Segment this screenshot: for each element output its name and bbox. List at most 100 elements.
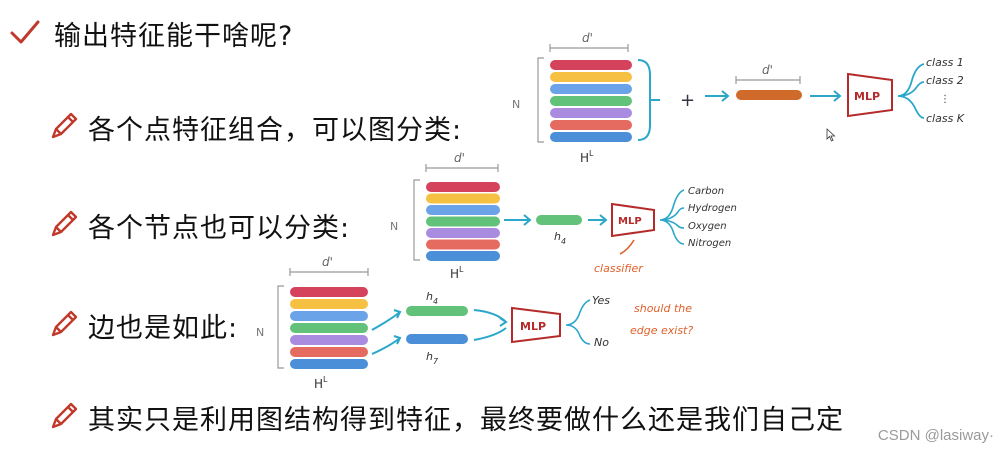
stripe xyxy=(550,72,632,82)
stripe xyxy=(290,323,368,333)
n-label: N xyxy=(512,98,520,111)
vec-bracket xyxy=(735,76,801,84)
arrow xyxy=(371,309,402,331)
vec-d-label: d' xyxy=(762,63,773,77)
node-vector-label: h4 xyxy=(554,230,566,246)
class-2: class 2 xyxy=(926,74,964,87)
output-branches xyxy=(897,63,925,119)
pencil-icon xyxy=(48,208,80,244)
d-prime-label: d' xyxy=(322,255,333,269)
stripe xyxy=(550,132,632,142)
output-branches xyxy=(565,299,591,345)
heading-line: 输出特征能干啥呢? xyxy=(8,14,293,53)
h-label: HL xyxy=(450,265,464,281)
edge-classification-line: 边也是如此: xyxy=(48,306,238,345)
node-vector-2 xyxy=(406,334,468,344)
feature-matrix xyxy=(550,60,632,142)
h-label: HL xyxy=(314,375,328,391)
graph-classification-text: 各个点特征组合，可以图分类: xyxy=(88,115,463,146)
feature-matrix xyxy=(290,287,368,369)
class-ellipsis: ⋮ xyxy=(940,94,950,105)
arrow xyxy=(588,214,608,226)
mlp-box xyxy=(611,202,655,238)
output-oxygen: Oxygen xyxy=(688,221,727,232)
output-carbon: Carbon xyxy=(688,186,724,197)
arrow xyxy=(810,90,842,102)
d-prime-label: d' xyxy=(454,151,465,165)
stripe xyxy=(426,205,500,215)
classifier-annotation: classifier xyxy=(594,262,644,275)
graph-classification-line: 各个点特征组合，可以图分类: xyxy=(48,108,462,147)
arrow xyxy=(473,309,508,327)
arrow xyxy=(504,214,532,226)
stripe xyxy=(426,251,500,261)
node-classification-text: 各个节点也可以分类: xyxy=(88,213,351,244)
question-line-1: should the xyxy=(634,302,692,315)
question-line-2: edge exist? xyxy=(630,324,693,337)
mlp-label: MLP xyxy=(618,216,642,227)
stripe xyxy=(290,287,368,297)
output-hydrogen: Hydrogen xyxy=(688,203,737,214)
edge-classification-text: 边也是如此: xyxy=(88,313,239,344)
width-bracket xyxy=(549,44,629,52)
node-vector xyxy=(536,215,582,225)
width-bracket xyxy=(425,164,499,172)
output-nitrogen: Nitrogen xyxy=(688,238,731,249)
stripe xyxy=(290,311,368,321)
pencil-icon xyxy=(48,110,80,146)
aggregate-brace xyxy=(637,59,660,141)
graph-vector xyxy=(736,90,802,100)
stripe xyxy=(426,216,500,227)
stripe xyxy=(426,182,500,192)
output-no: No xyxy=(594,336,609,349)
stripe xyxy=(290,347,368,357)
feature-matrix xyxy=(426,182,500,261)
classifier-pointer xyxy=(619,239,635,255)
stripe xyxy=(290,335,368,345)
stripe xyxy=(550,96,632,106)
class-k: class K xyxy=(926,112,965,125)
stripe xyxy=(550,60,632,70)
output-yes: Yes xyxy=(592,294,610,307)
edge-classification-diagram: d' N HL h4 h7 MLP Yes No should the edge… xyxy=(256,255,693,391)
mlp-label: MLP xyxy=(854,90,880,103)
n-label: N xyxy=(390,220,398,233)
height-bracket xyxy=(537,57,544,143)
n-label: N xyxy=(256,326,264,339)
stripe xyxy=(426,228,500,238)
stripe xyxy=(550,120,632,130)
node-classification-diagram: d' N HL h4 MLP classifier Carbon Hydroge… xyxy=(390,151,737,281)
h-label: HL xyxy=(580,149,594,165)
mlp-box xyxy=(847,72,893,118)
graph-classification-diagram: d' N HL + d' MLP class 1 class 2 ⋮ class… xyxy=(512,31,965,165)
d-prime-label: d' xyxy=(582,31,593,45)
arrow xyxy=(473,327,507,341)
heading-text: 输出特征能干啥呢? xyxy=(54,21,294,52)
output-branches xyxy=(659,189,685,245)
stripe xyxy=(426,193,500,204)
class-1: class 1 xyxy=(926,56,964,69)
stripe xyxy=(290,359,368,369)
pencil-icon xyxy=(48,400,80,436)
watermark: CSDN @lasiway· xyxy=(877,427,994,444)
check-icon xyxy=(8,17,42,51)
summary-line: 其实只是利用图结构得到特征，最终要做什么还是我们自己定 xyxy=(48,398,844,437)
stripe xyxy=(550,108,632,118)
arrow xyxy=(705,90,730,102)
arrow xyxy=(371,335,402,355)
node-vector-1-label: h4 xyxy=(426,290,438,306)
stripe xyxy=(550,84,632,94)
node-classification-line: 各个节点也可以分类: xyxy=(48,206,350,245)
pencil-icon xyxy=(48,308,80,344)
stripe xyxy=(290,299,368,309)
mouse-cursor-icon xyxy=(826,128,836,142)
node-vector-1 xyxy=(406,306,468,316)
summary-text: 其实只是利用图结构得到特征，最终要做什么还是我们自己定 xyxy=(88,405,844,436)
width-bracket xyxy=(289,268,369,276)
stripe xyxy=(426,239,500,250)
height-bracket xyxy=(413,179,420,261)
height-bracket xyxy=(277,285,284,369)
mlp-box xyxy=(511,306,561,344)
node-vector-2-label: h7 xyxy=(426,350,439,366)
plus-sign: + xyxy=(680,90,695,111)
